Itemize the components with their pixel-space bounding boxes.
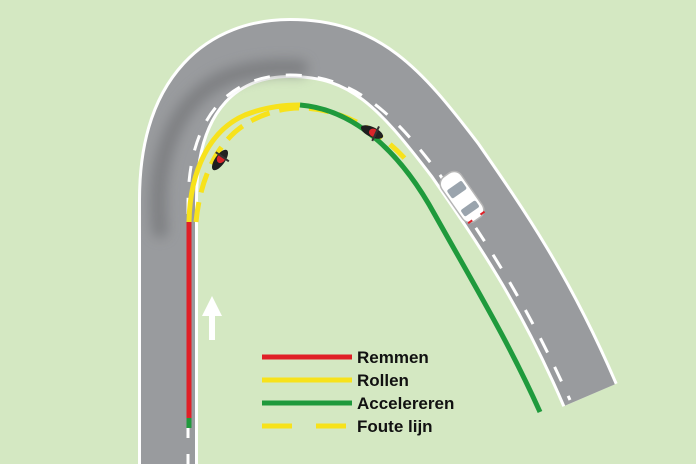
motorcycle-icon [211,149,230,171]
accelereren-path [299,102,543,414]
tire-wear-shadow [150,59,308,238]
road [138,18,618,464]
lane-markings [186,73,572,464]
up-arrow-icon [202,296,222,340]
legend: Remmen Rollen Accelereren Foute lijn [262,348,454,436]
legend-label-accelereren: Accelereren [357,394,454,413]
rollen-path [186,102,301,223]
car-icon [439,170,486,225]
motorcycle-icon [360,125,384,142]
legend-label-foute-lijn: Foute lijn [357,417,433,436]
legend-label-remmen: Remmen [357,348,429,367]
legend-label-rollen: Rollen [357,371,409,390]
